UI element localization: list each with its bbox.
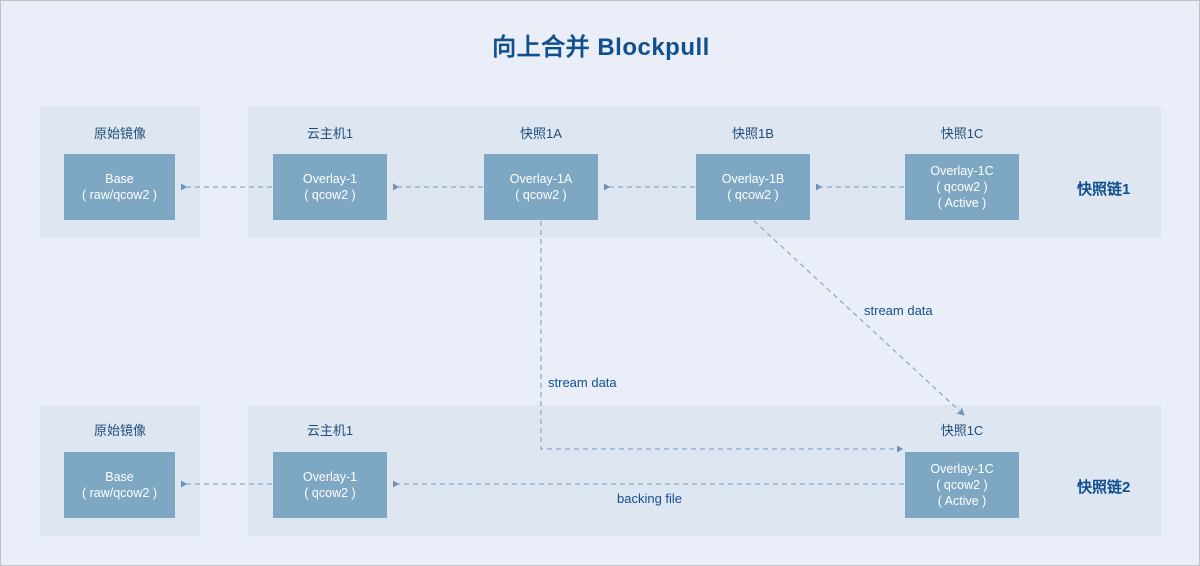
chain1-node-4-line2: ( qcow2 )	[936, 180, 988, 194]
chain2-node-2-line3: ( Active )	[937, 494, 987, 508]
page-title: 向上合并 Blockpull	[492, 34, 710, 61]
chain1-node-3-title: 快照1B	[732, 126, 774, 141]
chain1-node-1-title: 云主机1	[306, 126, 354, 141]
chain1-node-4-box: Overlay-1C ( qcow2 ) ( Active )	[904, 153, 1020, 221]
chain1-node-4-title: 快照1C	[940, 126, 984, 141]
chain2-node-2-line1: Overlay-1C	[930, 462, 994, 476]
chain1-node-2-title: 快照1A	[520, 126, 562, 141]
chain1-node-0-box: Base ( raw/qcow2 )	[63, 153, 176, 221]
chain1-node-0-line1: Base	[105, 172, 134, 186]
chain2-node-0-line1: Base	[105, 470, 134, 484]
chain2-node-2-line2: ( qcow2 )	[936, 478, 988, 492]
chain1-node-0-title: 原始镜像	[93, 126, 146, 141]
chain2-node-1-box: Overlay-1 ( qcow2 )	[272, 451, 388, 519]
chain1-node-2-line2: ( qcow2 )	[515, 188, 567, 202]
chain2-node-2-title: 快照1C	[940, 423, 984, 438]
chain1-node-3-line2: ( qcow2 )	[727, 188, 779, 202]
chain1-node-4-line3: ( Active )	[937, 196, 987, 210]
chain2-node-1-line1: Overlay-1	[302, 470, 358, 484]
chain2-node-0-title: 原始镜像	[93, 423, 146, 438]
chain1-label: 快照链1	[1077, 181, 1131, 198]
backing-file-label: backing file	[617, 491, 683, 506]
chain1-node-3-box: Overlay-1B ( qcow2 )	[695, 153, 811, 221]
chain2-node-0-line2: ( raw/qcow2 )	[81, 486, 158, 500]
chain2-node-2-box: Overlay-1C ( qcow2 ) ( Active )	[904, 451, 1020, 519]
chain2-node-1-line2: ( qcow2 )	[304, 486, 356, 500]
chain1-node-2-line1: Overlay-1A	[509, 172, 573, 186]
stream-data-diagonal-line	[753, 220, 965, 416]
chain1-node-0-line2: ( raw/qcow2 )	[81, 188, 158, 202]
chain2-label: 快照链2	[1077, 479, 1131, 496]
chain2-node-1-title: 云主机1	[306, 423, 354, 438]
stream-data-diagonal-label: stream data	[864, 303, 933, 318]
stream-data-vertical-label: stream data	[548, 375, 617, 390]
chain1-node-4-line1: Overlay-1C	[930, 164, 994, 178]
chain1-node-1-box: Overlay-1 ( qcow2 )	[272, 153, 388, 221]
chain1-node-3-line1: Overlay-1B	[721, 172, 785, 186]
chain2-node-0-box: Base ( raw/qcow2 )	[63, 451, 176, 519]
chain1-node-1-line1: Overlay-1	[302, 172, 358, 186]
chain1-node-1-line2: ( qcow2 )	[304, 188, 356, 202]
chain1-node-2-box: Overlay-1A ( qcow2 )	[483, 153, 599, 221]
